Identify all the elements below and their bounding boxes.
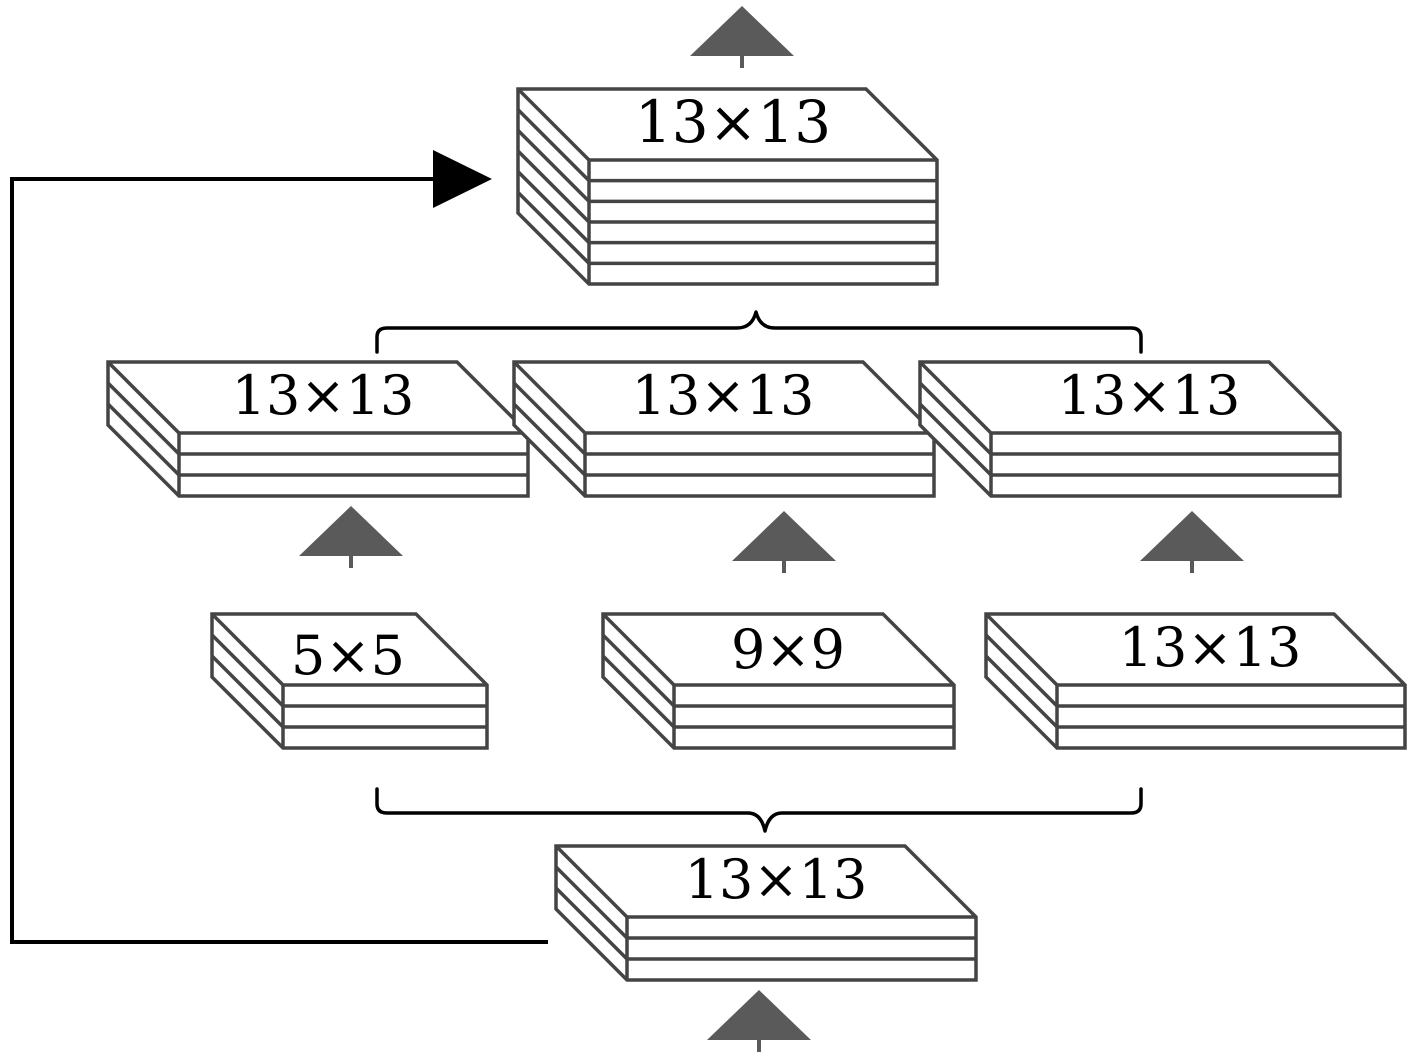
pooling-brace [375,787,1143,833]
block-side-layer-line [554,865,629,940]
block-pool-large: 13×13 [984,612,1407,750]
flow-arrow-large [1140,511,1244,573]
block-side-layer-line [984,633,1059,708]
block-output: 13×13 [516,87,939,286]
block-pool-medium: 9×9 [601,612,956,750]
block-side-top-edge [918,360,993,435]
block-upsampled-medium: 13×13 [512,360,936,498]
block-side-layer-line [516,149,591,224]
block-upsampled-small: 13×13 [106,360,530,498]
block-side-layer-line [516,129,591,203]
block-pool-small: 5×5 [210,612,489,750]
block-side-layer-line [512,402,587,477]
block-outline [512,360,936,498]
block-side-layer-line [601,654,676,729]
flow-arrow-output [690,6,794,68]
block-outline [210,612,489,750]
concat-brace [375,310,1143,354]
block-outline [106,360,530,498]
block-side-top-edge [601,612,676,687]
skip-connection-arrowhead [433,150,492,208]
block-side-top-edge [984,612,1059,687]
block-pool-small-label: 5×5 [291,624,405,687]
block-side-layer-line [516,191,591,265]
block-side-layer-line [106,381,181,456]
skip-connection [10,150,548,944]
block-side-layer-line [106,402,181,477]
block-side-layer-line [210,654,285,729]
block-upsampled-small-label: 13×13 [232,364,415,427]
block-side-top-edge [516,87,591,162]
block-outline [516,87,939,286]
block-side-layer-line [516,170,591,244]
block-side-top-edge [106,360,181,435]
block-side-layer-line [918,381,993,456]
flow-arrow-small [299,506,403,568]
block-side-layer-line [601,633,676,708]
skip-connection-line [10,177,548,944]
block-pool-medium-label: 9×9 [731,618,845,681]
block-side-layer-line [210,633,285,708]
block-side-top-edge [554,844,629,919]
block-side-layer-line [984,654,1059,729]
block-pool-large-label: 13×13 [1119,616,1302,679]
block-side-top-edge [512,360,587,435]
block-outline [601,612,956,750]
block-outline [918,360,1342,498]
flow-arrow-input [707,990,811,1052]
block-outline [554,844,978,982]
block-side-layer-line [512,381,587,456]
block-side-layer-line [554,886,629,961]
block-input-label: 13×13 [685,848,868,911]
block-upsampled-medium-label: 13×13 [632,364,815,427]
block-side-layer-line [918,402,993,477]
block-side-layer-line [516,108,591,182]
block-upsampled-large: 13×13 [918,360,1342,498]
block-side-top-edge [210,612,285,687]
block-output-label: 13×13 [635,88,831,156]
block-input: 13×13 [554,844,978,982]
flow-arrow-medium [732,511,836,573]
block-upsampled-large-label: 13×13 [1058,364,1241,427]
block-outline [984,612,1407,750]
